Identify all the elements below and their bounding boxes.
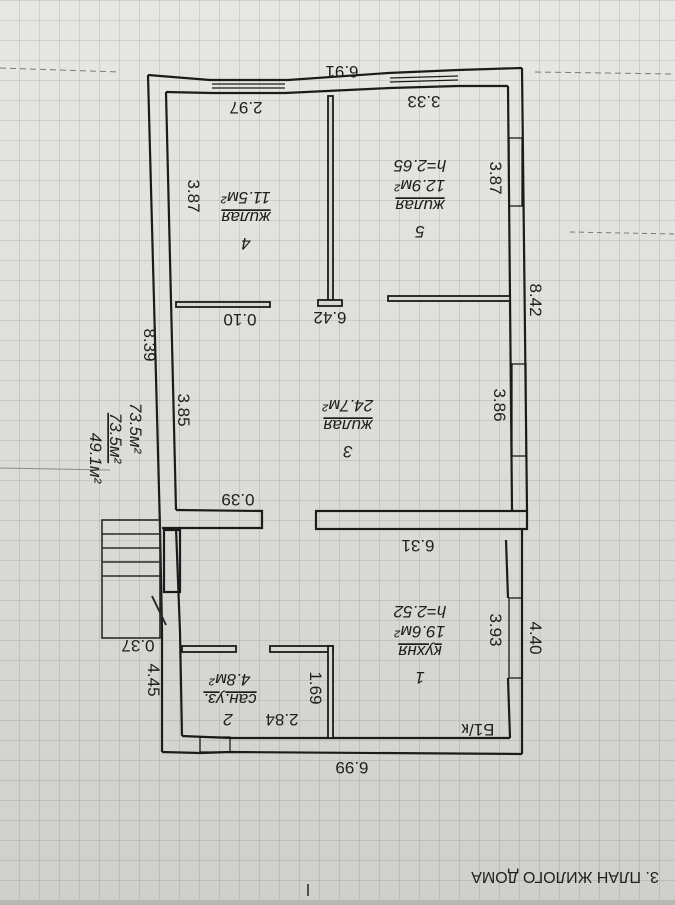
dim-top-right-inner: 3.33: [407, 92, 440, 111]
dim-partition-center: 6.42: [313, 308, 346, 327]
room-3-number: 3: [343, 442, 353, 461]
scan-line: [0, 67, 121, 73]
windows: [199, 75, 527, 753]
middle-wall: [158, 508, 529, 633]
scan-line: [0, 467, 111, 471]
room-2-area: 4.8м²: [208, 670, 250, 689]
area-totals: 49.1м² 73.5м² 73.5м²: [86, 403, 145, 485]
dim-left-wall: 8.39: [140, 328, 159, 361]
partitions: [175, 95, 511, 739]
dim-left-lower: 4.45: [144, 663, 163, 696]
room-5-name: жилая: [395, 196, 445, 215]
room-1-name: кухня: [398, 642, 441, 661]
dim-partition-left: 0.39: [221, 490, 254, 509]
dim-right-upper: 3.87: [486, 161, 505, 194]
dim-bathroom-length: 2.84: [265, 710, 298, 729]
room-1-area: 19.6м²: [393, 622, 445, 641]
room-labels: 5 жилая 12.9м² h=2.65 4 жилая 11.5м² 3 ж…: [203, 156, 446, 729]
room-5-number: 5: [415, 222, 425, 241]
total-area-repeat: 73.5м²: [126, 403, 145, 455]
room-4-number: 4: [241, 234, 250, 253]
room-3-name: жилая: [323, 416, 373, 435]
dim-middle-wall: 6.31: [401, 536, 434, 555]
dim-left-middle: 3.85: [174, 393, 193, 426]
dim-partition-top: 0.10: [223, 310, 256, 329]
total-living-area: 49.1м²: [86, 433, 105, 485]
room-5-area: 12.9м²: [393, 176, 445, 195]
room-2-number: 2: [223, 710, 234, 729]
scan-line: [534, 71, 675, 75]
room-2-name: сан.уз.: [203, 690, 256, 709]
dim-top-left-inner: 2.97: [229, 98, 262, 117]
scan-line: [569, 231, 675, 235]
dimension-labels: 6.91 2.97 3.33 3.87 8.42 3.86 3.87 8.39 …: [121, 62, 545, 777]
dim-bottom-wall: 6.99: [335, 758, 368, 777]
page-title: 3. ПЛАН ЖИЛОГО ДОМА: [471, 868, 659, 885]
dim-left-upper: 3.87: [184, 179, 203, 212]
porch-steps: [101, 519, 167, 639]
room-4-area: 11.5м²: [220, 188, 270, 207]
dim-top-wall: 6.91: [325, 62, 358, 81]
dim-bathroom-width: 1.69: [306, 671, 325, 704]
room-1-height: h=2.52: [393, 602, 446, 621]
room-3-area: 24.7м²: [321, 396, 374, 415]
dim-column: Б1/к: [461, 720, 494, 739]
dim-porch: 0.37: [121, 636, 154, 655]
total-area: 73.5м²: [106, 413, 125, 465]
room-4-name: жилая: [221, 208, 271, 227]
dim-kitchen-right: 3.93: [486, 613, 505, 646]
dim-right-wall: 8.42: [526, 283, 545, 316]
dim-right-lower: 4.40: [526, 621, 545, 654]
dim-right-middle: 3.86: [490, 388, 509, 421]
room-5-height: h=2.65: [393, 156, 446, 175]
room-1-number: 1: [415, 668, 424, 687]
